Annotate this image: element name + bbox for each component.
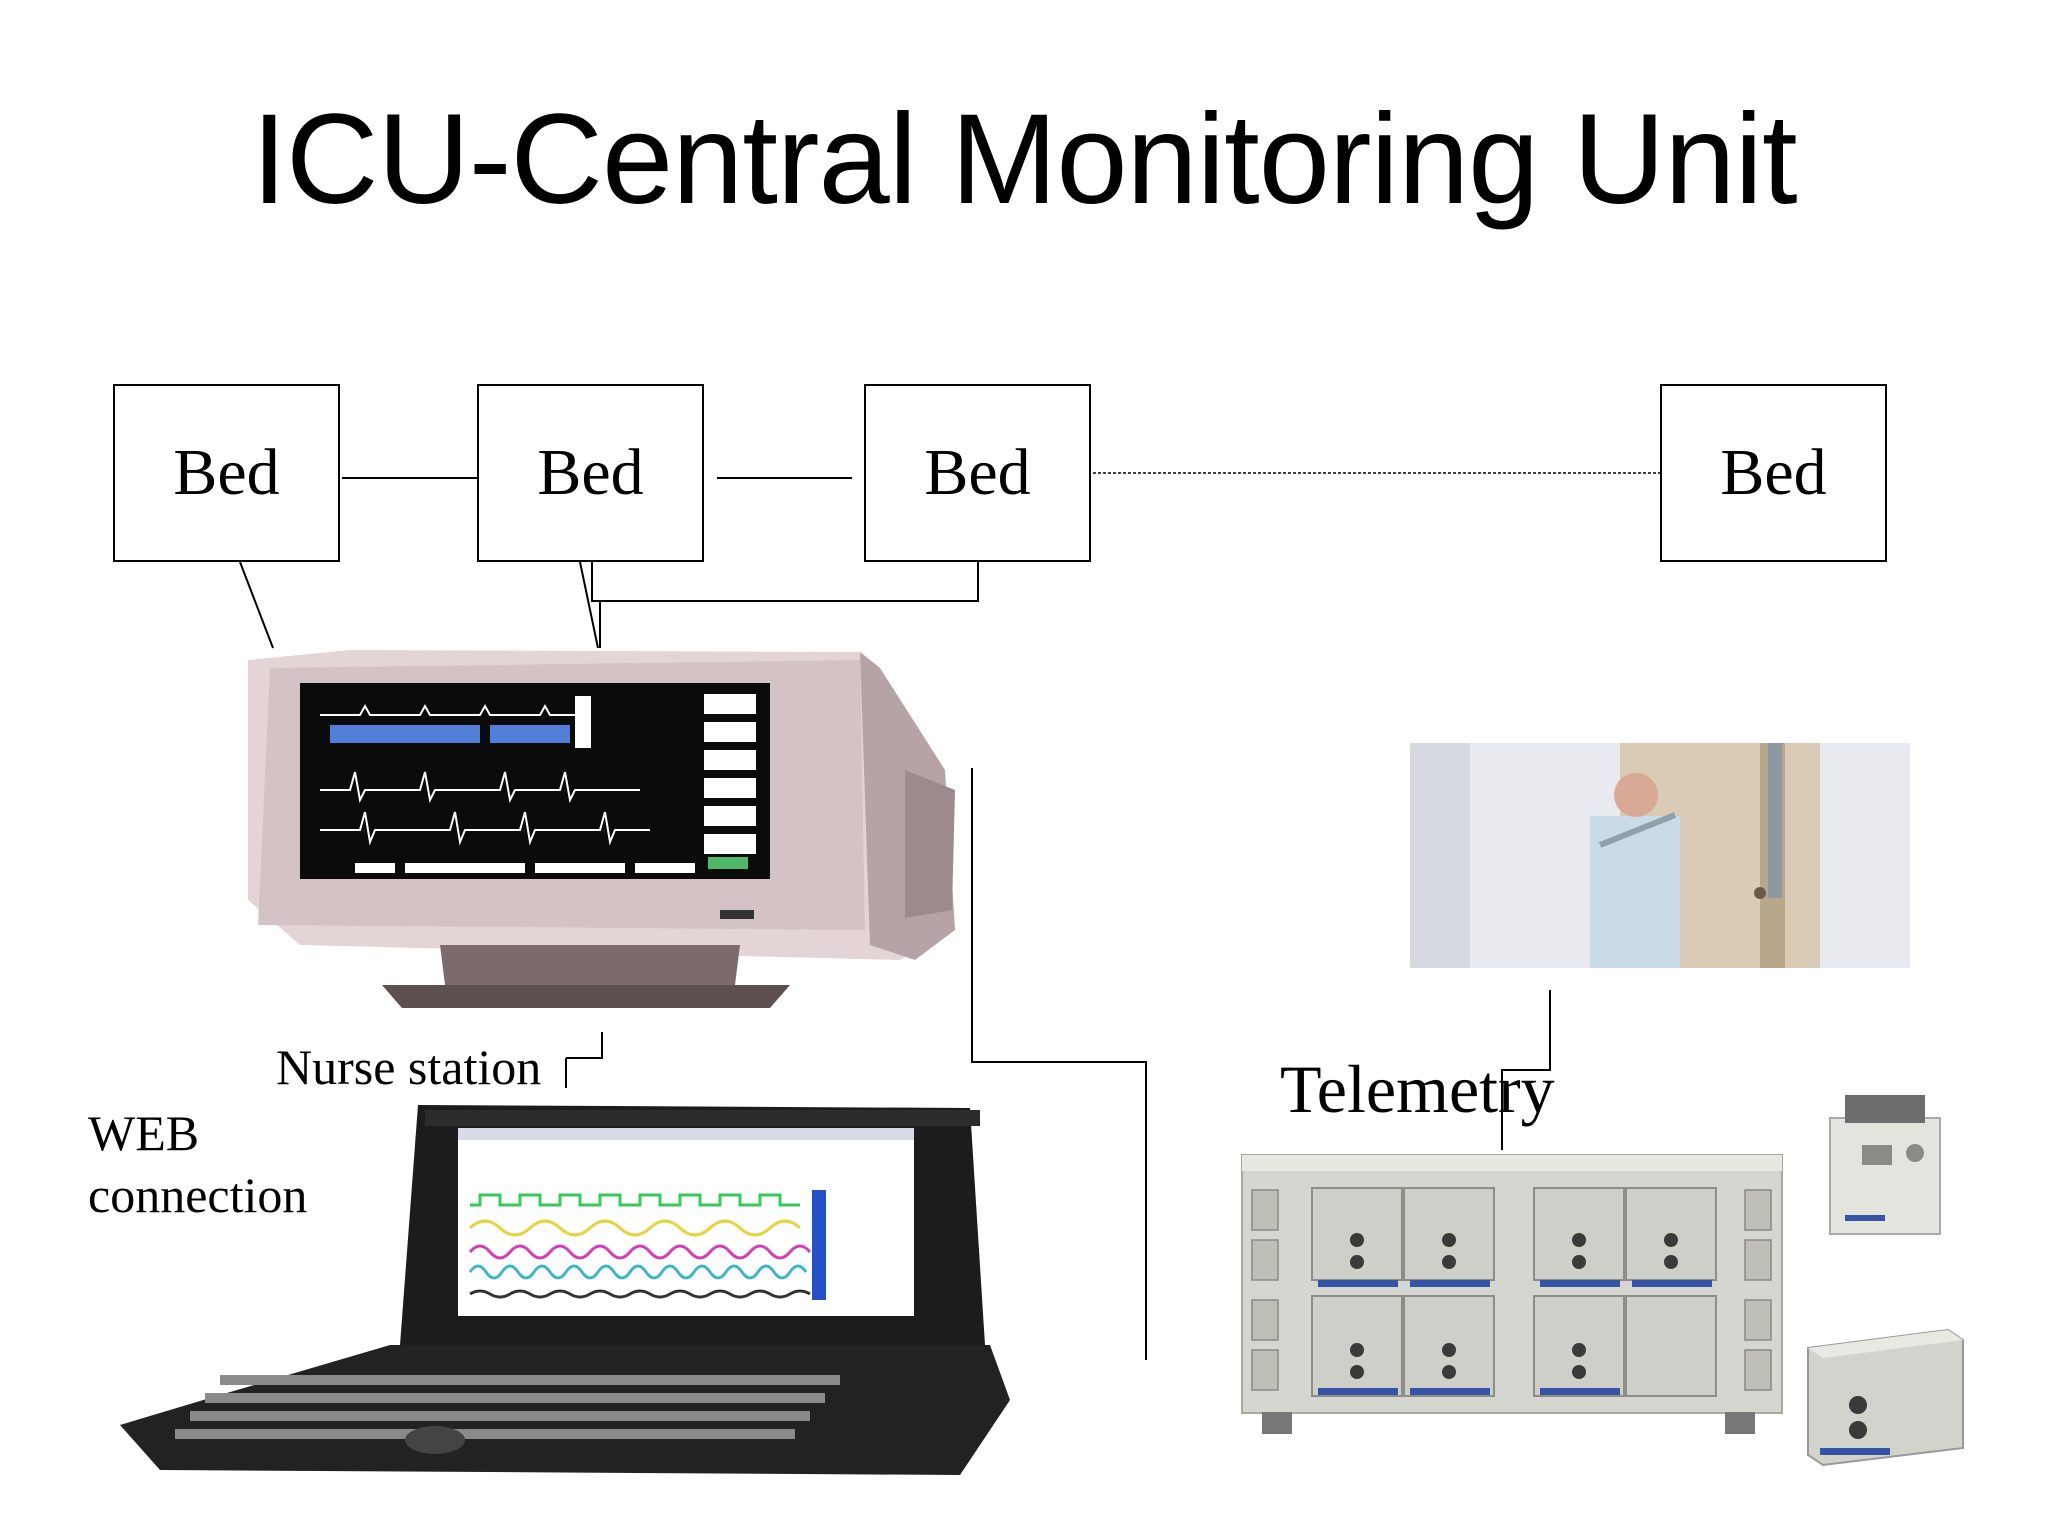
telemetry-transmitter-image	[1829, 1095, 1941, 1235]
web-connection-line-2: connection	[88, 1167, 308, 1223]
laptop-image	[120, 1105, 1010, 1475]
bed-box-2: Bed	[477, 384, 704, 562]
slide-title: ICU-Central Monitoring Unit	[251, 88, 1797, 231]
patient-photo	[1410, 743, 1910, 968]
bed-box-1: Bed	[113, 384, 340, 562]
monitor-screen	[300, 683, 770, 879]
bed-label: Bed	[924, 436, 1031, 509]
crt-monitor-image	[248, 650, 955, 1008]
laptop-screen	[458, 1128, 914, 1316]
web-connection-line-1: WEB	[88, 1105, 200, 1161]
telemetry-rack-image	[1241, 1154, 1783, 1434]
web-connection-label: WEB connection	[88, 1102, 388, 1226]
bed-label: Bed	[173, 436, 280, 509]
bed-connectors	[239, 472, 1660, 1360]
nurse-station-label: Nurse station	[276, 1039, 542, 1095]
telemetry-receiver-image	[1807, 1328, 1964, 1467]
bed-label: Bed	[1720, 436, 1827, 509]
bed-label: Bed	[537, 436, 644, 509]
bed-box-3: Bed	[864, 384, 1091, 562]
bed-box-4: Bed	[1660, 384, 1887, 562]
telemetry-label: Telemetry	[1280, 1051, 1555, 1127]
